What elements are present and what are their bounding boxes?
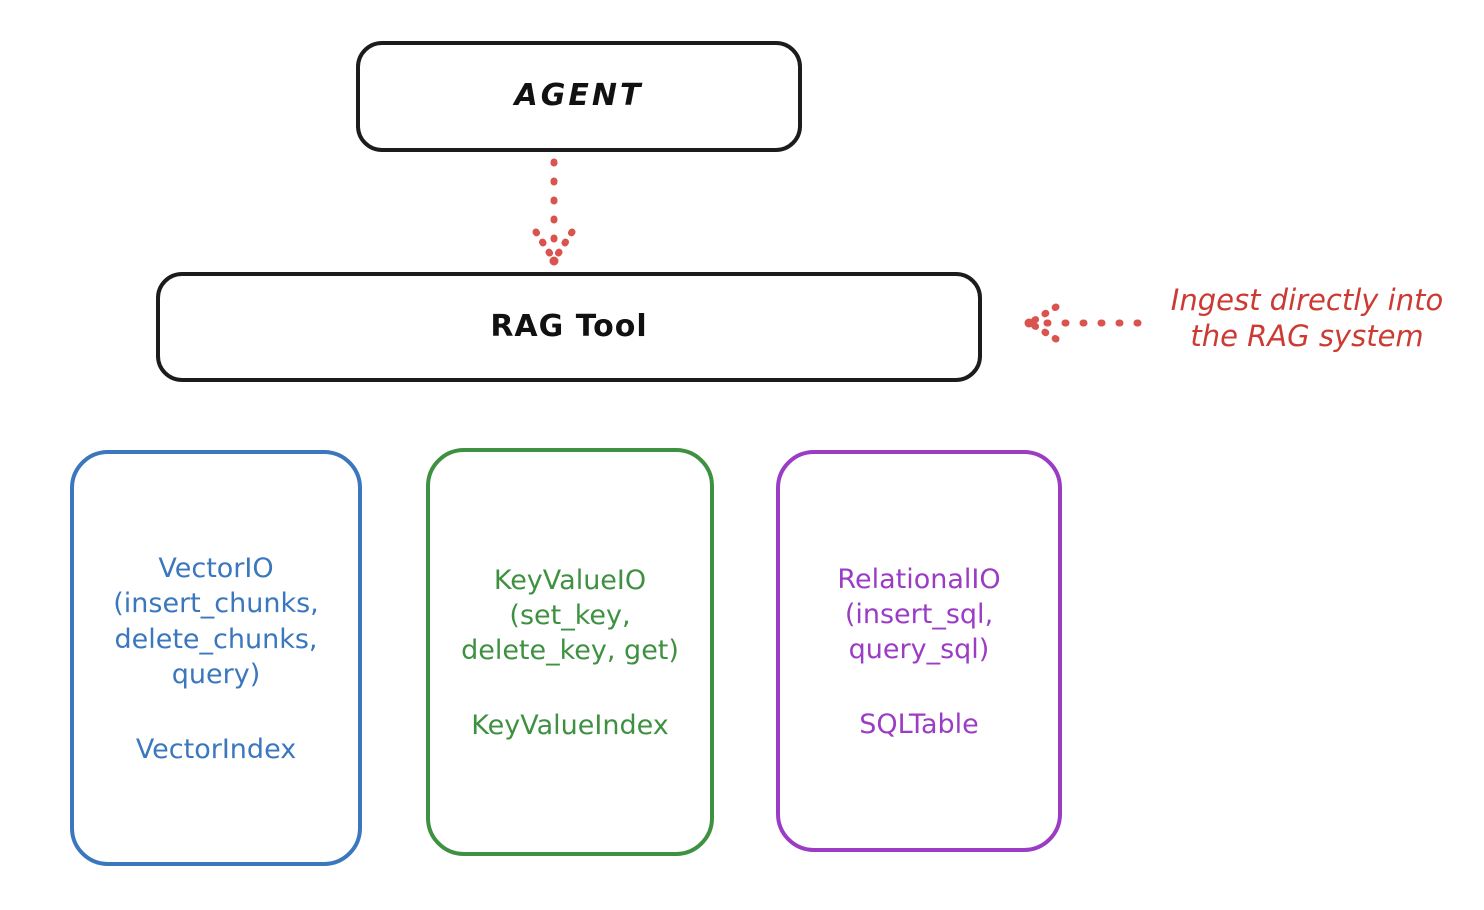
arrowhead-tip — [549, 256, 559, 266]
node-vector-io-index-label: VectorIndex — [135, 733, 297, 765]
node-vector-io[interactable]: VectorIO (insert_chunks, delete_chunks, … — [70, 450, 362, 866]
node-relational-io-api-label: RelationalIO (insert_sql, query_sql) — [837, 563, 1001, 666]
node-vector-io-api-label: VectorIO (insert_chunks, delete_chunks, … — [113, 553, 319, 690]
node-agent[interactable]: AGENT — [356, 41, 802, 152]
node-agent-label: AGENT — [514, 78, 644, 114]
node-relational-io-index-label: SQLTable — [859, 709, 979, 741]
node-relational-io[interactable]: RelationalIO (insert_sql, query_sql) SQL… — [776, 450, 1062, 852]
connector-ingest-to-rag-tool — [1024, 303, 1142, 343]
node-rag-tool[interactable]: RAG Tool — [156, 272, 982, 382]
arrowhead-tip-left — [1024, 318, 1034, 328]
arrowhead-left-stroke — [532, 228, 558, 264]
arrowhead-right-stroke — [550, 228, 576, 264]
annotation-ingest-directly: Ingest directly into the RAG system — [1170, 283, 1444, 354]
node-key-value-io[interactable]: KeyValueIO (set_key, delete_key, get) Ke… — [426, 448, 714, 856]
arrowhead-upper-stroke — [1026, 303, 1060, 327]
node-key-value-io-index-label: KeyValueIndex — [471, 710, 669, 742]
connector-agent-to-rag-tool — [532, 158, 576, 266]
node-rag-tool-label: RAG Tool — [490, 308, 648, 344]
arrowhead-lower-stroke — [1026, 319, 1060, 343]
node-key-value-io-api-label: KeyValueIO (set_key, delete_key, get) — [461, 564, 679, 667]
